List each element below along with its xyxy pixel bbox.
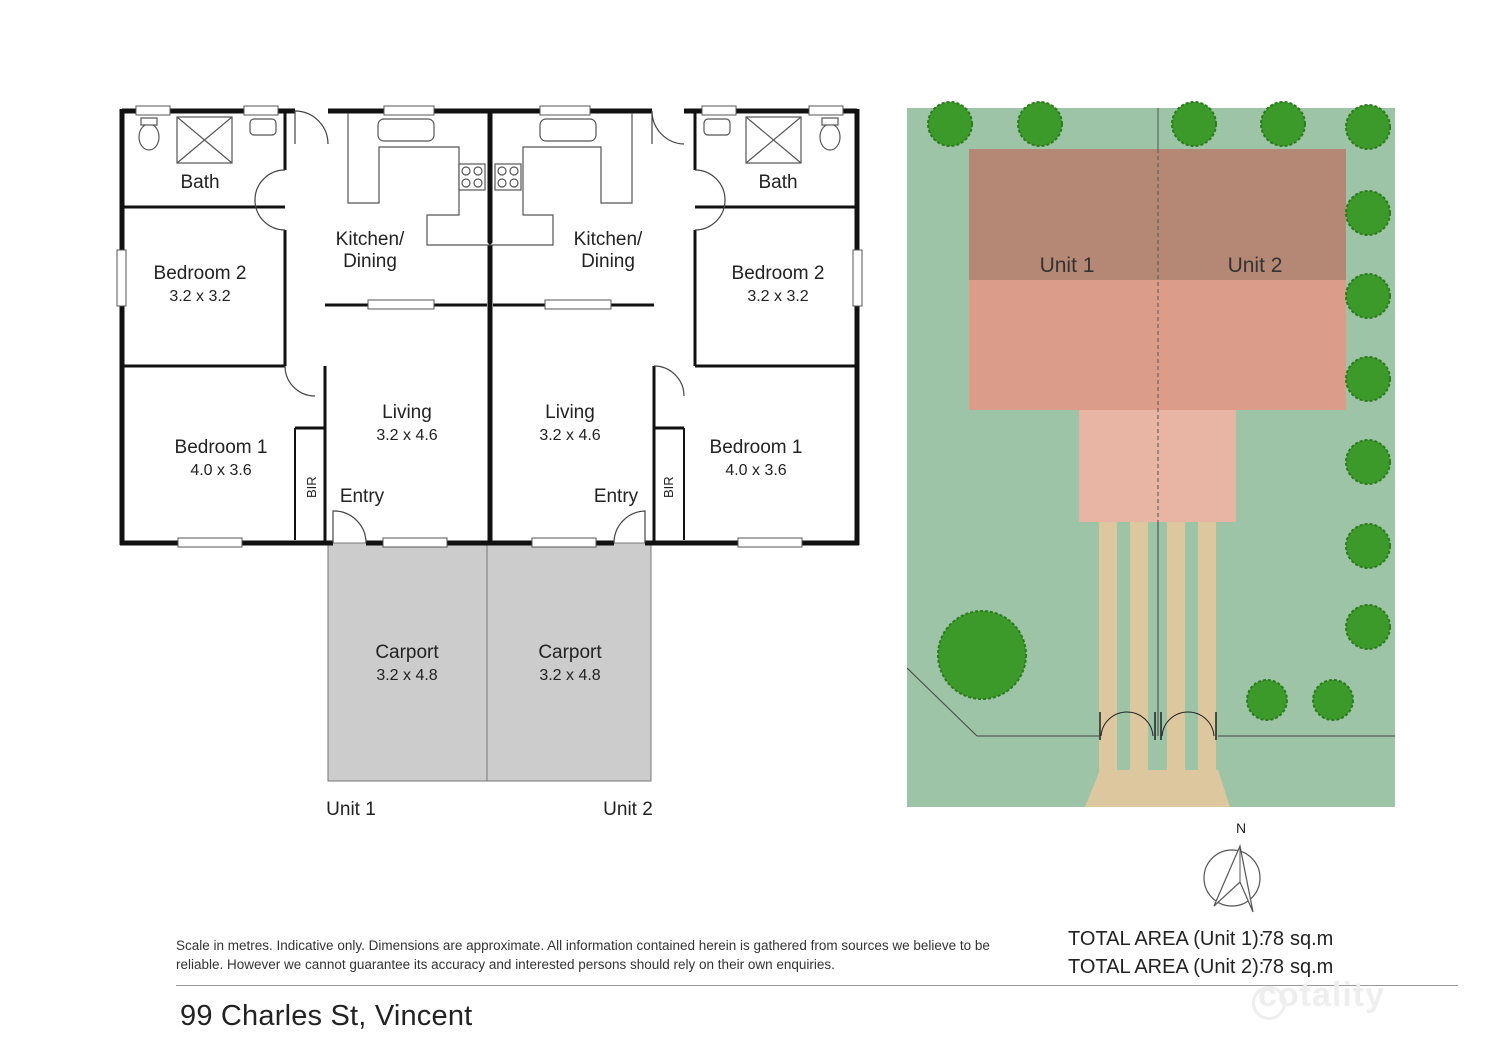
- site-unit1-label: Unit 1: [1040, 254, 1095, 277]
- unit1-label: Unit 1: [326, 799, 376, 820]
- unit2-living-dims: 3.2 x 4.6: [539, 427, 600, 444]
- total-area-unit1: TOTAL AREA (Unit 1):78 sq.m: [1068, 928, 1333, 951]
- unit1-kitchen-label: Kitchen/Dining: [336, 229, 405, 272]
- property-address: 99 Charles St, Vincent: [180, 1000, 473, 1032]
- unit2-bedroom2-label: Bedroom 2: [732, 263, 825, 284]
- unit1-bedroom2-label: Bedroom 2: [154, 263, 247, 284]
- total-area-value: 78: [1261, 928, 1284, 950]
- driveway-apron: [1085, 770, 1230, 807]
- tree: [1246, 679, 1288, 721]
- total-area-unit2: TOTAL AREA (Unit 2):78 sq.m: [1068, 956, 1333, 979]
- unit2-kitchen-label: Kitchen/Dining: [574, 229, 643, 272]
- unit1-bedroom1-label: Bedroom 1: [175, 437, 268, 458]
- north-arrow: N: [1203, 820, 1261, 913]
- unit1-carport-dims: 3.2 x 4.8: [376, 667, 437, 684]
- compass-ring: [1203, 849, 1261, 907]
- unit1-entry-label: Entry: [340, 486, 385, 507]
- fixtures: [138, 113, 841, 246]
- total-area-unit: sq.m: [1290, 956, 1334, 978]
- tree: [1345, 439, 1391, 485]
- unit2-living-label: Living: [545, 402, 595, 423]
- tree: [1345, 273, 1391, 319]
- unit1-carport-label: Carport: [375, 642, 439, 663]
- unit2-entry-label: Entry: [594, 486, 639, 507]
- tree: [1345, 523, 1391, 569]
- unit2-bath-label: Bath: [758, 172, 797, 193]
- unit2-bedroom1-dims: 4.0 x 3.6: [725, 462, 786, 479]
- unit1-bedroom1-dims: 4.0 x 3.6: [190, 462, 251, 479]
- unit1-living-label: Living: [382, 402, 432, 423]
- front-gates: [1099, 711, 1217, 740]
- floor-plan: Bath Kitchen/Dining Bedroom 2 3.2 x 3.2 …: [116, 105, 863, 820]
- unit2-label: Unit 2: [603, 799, 653, 820]
- unit1-bedroom2-dims: 3.2 x 3.2: [169, 288, 230, 305]
- tree: [927, 101, 973, 147]
- brand-watermark: cotality: [1258, 976, 1386, 1014]
- total-area-value: 78: [1261, 956, 1284, 978]
- brand-logo-icon: [1252, 986, 1286, 1020]
- tree: [1171, 101, 1217, 147]
- unit2-carport-label: Carport: [538, 642, 602, 663]
- unit2-carport: [486, 542, 652, 782]
- unit1-carport: [327, 542, 488, 782]
- tree: [937, 610, 1027, 700]
- disclaimer: Scale in metres. Indicative only. Dimens…: [176, 938, 990, 972]
- footer-divider: [176, 985, 1458, 986]
- tree: [1260, 101, 1306, 147]
- tree: [1345, 190, 1391, 236]
- walls: [119, 108, 860, 546]
- unit1-bir-label: BIR: [304, 476, 319, 498]
- unit2-carport-dims: 3.2 x 4.8: [539, 667, 600, 684]
- total-area-label: TOTAL AREA (Unit 2):: [1068, 956, 1265, 978]
- unit2-bir-label: BIR: [661, 476, 676, 498]
- site-unit2-label: Unit 2: [1228, 254, 1283, 277]
- doors: [254, 110, 726, 544]
- north-label: N: [1236, 820, 1246, 836]
- driveway-strip: [1099, 522, 1117, 772]
- tree: [1017, 101, 1063, 147]
- site-plan: Unit 1 Unit 2: [906, 101, 1395, 807]
- driveway-strip: [1167, 522, 1185, 772]
- front-fence-left: [906, 667, 1100, 737]
- tree: [1345, 104, 1391, 150]
- trees: [927, 101, 1391, 721]
- unit2-bedroom2-dims: 3.2 x 3.2: [747, 288, 808, 305]
- total-area-unit: sq.m: [1290, 928, 1334, 950]
- driveway-strip: [1198, 522, 1216, 772]
- tree: [1345, 604, 1391, 650]
- unit2-bedroom1-label: Bedroom 1: [710, 437, 803, 458]
- driveway-strip: [1130, 522, 1148, 772]
- unit1-living-dims: 3.2 x 4.6: [376, 427, 437, 444]
- unit1-bath-label: Bath: [180, 172, 219, 193]
- tree: [1345, 356, 1391, 402]
- total-area-label: TOTAL AREA (Unit 1):: [1068, 928, 1265, 950]
- tree: [1312, 679, 1354, 721]
- windows: [116, 105, 863, 548]
